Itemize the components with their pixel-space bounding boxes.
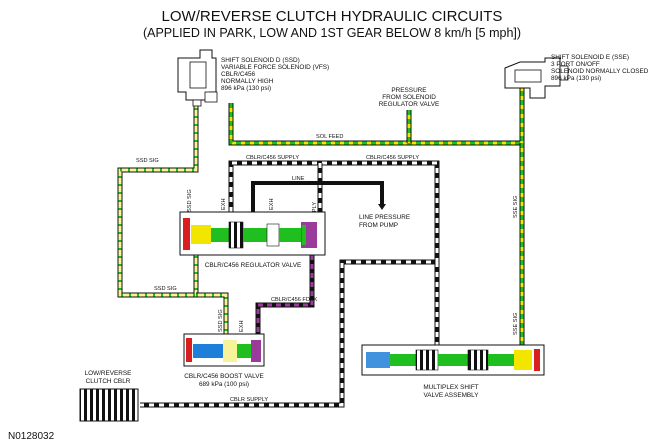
sol-feed-label: SOL FEED	[316, 134, 343, 140]
sse-label-4: 896 kPa (130 psi)	[551, 75, 601, 82]
fdbk-label: CBLR/C456 FDBK	[271, 297, 318, 303]
ssd-sig-passage	[117, 100, 229, 335]
exh-label-1: EXH	[221, 198, 227, 210]
boost-valve-label-2: 689 kPa (100 psi)	[199, 381, 249, 388]
regulator-valve-label: CBLR/C456 REGULATOR VALVE	[205, 262, 302, 269]
shift-solenoid-e	[504, 57, 569, 99]
line-label: LINE	[292, 176, 305, 182]
fdbk-passage	[255, 255, 315, 345]
sol-feed-passage	[228, 88, 525, 146]
multiplex-shift-valve	[361, 344, 545, 376]
ssd-label-4: NORMALLY HIGH	[221, 78, 274, 85]
ssd-label-1: SHIFT SOLENOID D (SSD)	[221, 57, 300, 64]
ssd-sig-label-mid: SSD SIG	[154, 286, 177, 292]
exh-label-2: EXH	[269, 198, 275, 210]
sse-label-2: 3 PORT ON/OFF	[551, 61, 600, 68]
exh-label-boost: EXH	[239, 320, 245, 332]
boost-valve	[183, 333, 265, 367]
pressure-label-3: REGULATOR VALVE	[379, 101, 440, 108]
ssd-sig-label-vertical: SSD SIG	[187, 189, 193, 212]
diagram-title-line2: (APPLIED IN PARK, LOW AND 1ST GEAR BELOW…	[143, 26, 521, 40]
pressure-label-2: FROM SOLENOID	[382, 94, 436, 101]
low-reverse-clutch	[79, 388, 139, 422]
sse-sig-label-bottom: SSE SIG	[513, 313, 519, 335]
shift-solenoid-d	[177, 49, 218, 107]
sse-label-1: SHIFT SOLENOID E (SSE)	[551, 54, 629, 61]
cblr-supply-label-bottom: CBLR SUPPLY	[230, 397, 268, 403]
multiplex-valve-label-2: VALVE ASSEMBLY	[423, 392, 479, 399]
ssd-label-2: VARIABLE FORCE SOLENOID (VFS)	[221, 64, 329, 71]
pressure-label-1: PRESSURE	[391, 87, 426, 94]
diagram-title-line1: LOW/REVERSE CLUTCH HYDRAULIC CIRCUITS	[162, 8, 503, 25]
ssd-label-5: 896 kPa (130 psi)	[221, 85, 271, 92]
line-pressure-label-2: FROM PUMP	[359, 222, 398, 229]
cblr-supply-label-2: CBLR/C456 SUPPLY	[366, 155, 419, 161]
boost-valve-label-1: CBLR/C456 BOOST VALVE	[184, 373, 264, 380]
cblr-supply-label-1: CBLR/C456 SUPPLY	[246, 155, 299, 161]
regulator-valve	[179, 211, 326, 256]
sse-sig-label-top: SSE SIG	[513, 196, 519, 218]
ssd-label-3: CBLR/C456	[221, 71, 256, 78]
line-passage	[251, 181, 386, 212]
ssd-sig-label-top: SSD SIG	[136, 158, 159, 164]
clutch-label-2: CLUTCH CBLR	[86, 378, 131, 385]
clutch-label-1: LOW/REVERSE	[85, 370, 132, 377]
sse-label-3: SOLENOID NORMALLY CLOSED	[551, 68, 649, 75]
figure-reference: N0128032	[8, 431, 55, 442]
line-pressure-label-1: LINE PRESSURE	[359, 214, 410, 221]
cblr-supply-passage	[140, 160, 440, 408]
multiplex-valve-label-1: MULTIPLEX SHIFT	[423, 384, 478, 391]
ssd-sig-label-boost: SSD SIG	[218, 309, 224, 332]
